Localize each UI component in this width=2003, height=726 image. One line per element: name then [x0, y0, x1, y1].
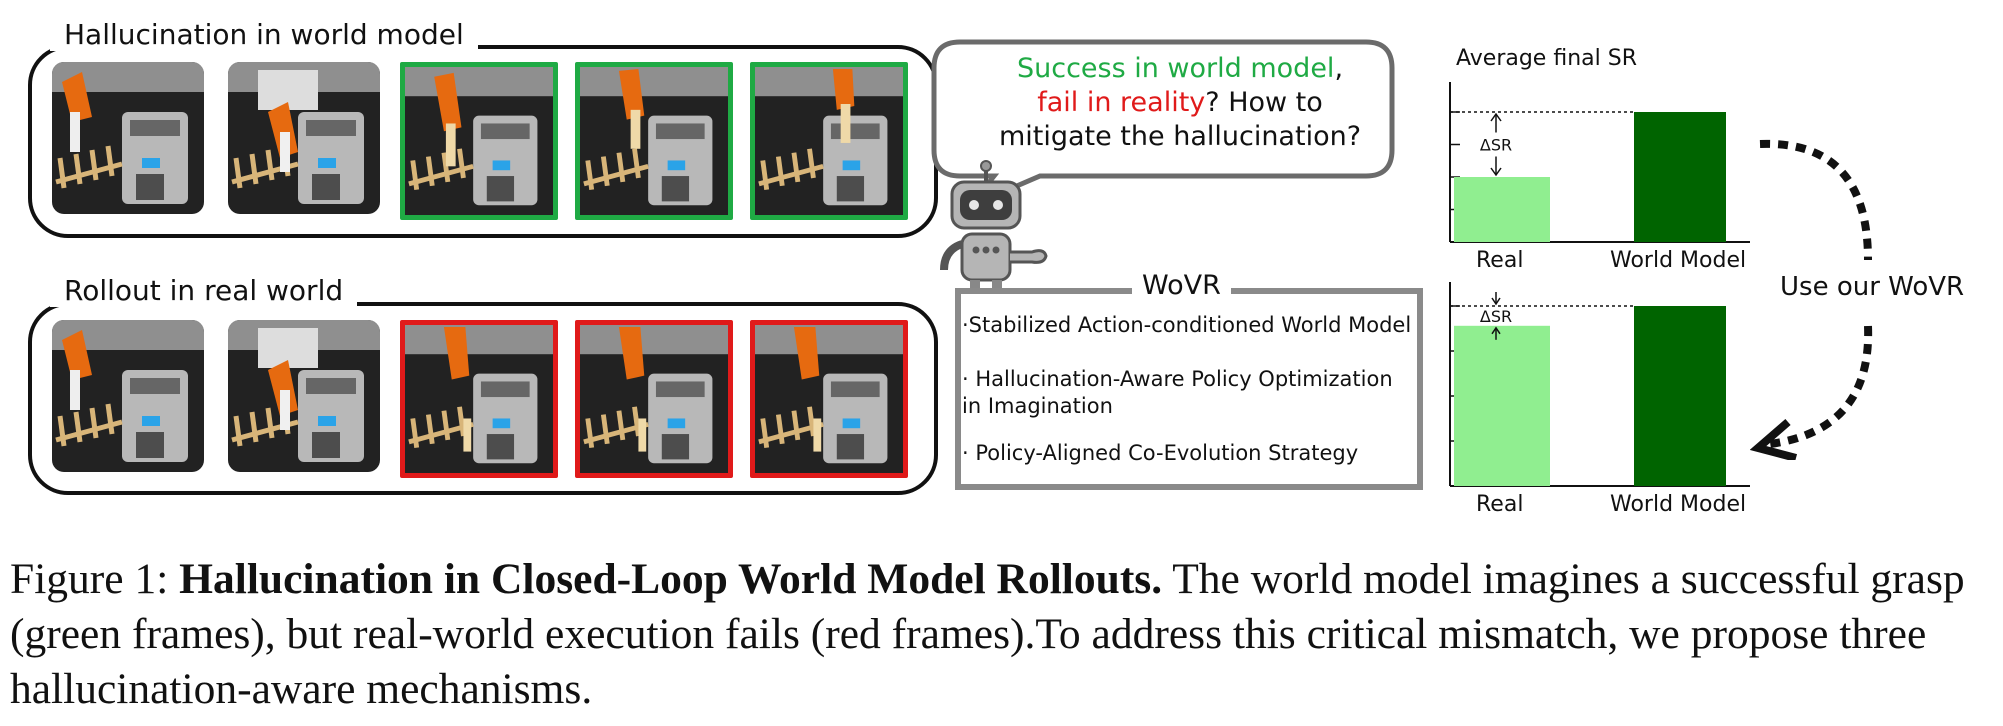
- bubble-fail-text: fail in reality: [1037, 87, 1206, 118]
- chart-bottom-xtick-world-model: World Model: [1610, 492, 1747, 517]
- bubble-comma: ,: [1334, 53, 1344, 84]
- curved-arrow: [1750, 139, 1873, 460]
- chart-top-delta-arrowhead-up: [1490, 112, 1502, 122]
- chart-bottom-delta-arrowhead-top: [1491, 297, 1501, 306]
- real-world-frame-5: [750, 320, 908, 478]
- chart-top-delta-label: ΔSR: [1480, 136, 1512, 155]
- world-model-frame-5: [750, 62, 908, 220]
- real-world-frame-3: [400, 320, 558, 478]
- chart-bottom-delta-arrowhead-bottom: [1491, 326, 1501, 335]
- world-model-frame-2: [228, 62, 380, 214]
- wovr-item-3: · Policy-Aligned Co-Evolution Strategy: [962, 441, 1359, 465]
- chart-top: ΔSR: [1449, 82, 1750, 243]
- chart-bottom-delta-label: ΔSR: [1480, 307, 1512, 326]
- caption-body: The world model imagines a successful gr…: [10, 555, 1965, 713]
- real-world-panel-title: Rollout in real world: [50, 274, 358, 307]
- arrow-label: Use our WoVR: [1780, 272, 1965, 302]
- chart-top-bar-1: [1634, 112, 1726, 242]
- real-world-frame-1: [52, 320, 204, 472]
- chart-bottom: ΔSR: [1449, 282, 1750, 487]
- chart-top-bar-0: [1454, 177, 1550, 242]
- figure-caption: Figure 1: Hallucination in Closed-Loop W…: [10, 552, 1995, 717]
- world-model-frame-3: [400, 62, 558, 220]
- chart-bottom-bar-1: [1634, 306, 1726, 486]
- real-world-frame-4: [575, 320, 733, 478]
- bubble-success-text: Success in world model: [1016, 53, 1335, 84]
- caption-title: Hallucination in Closed-Loop World Model…: [179, 555, 1163, 603]
- bubble-question-text: ? How to: [1205, 87, 1323, 118]
- world-model-frame-1: [52, 62, 204, 214]
- chart-bottom-bar-0: [1454, 325, 1550, 486]
- chart-top-xtick-real: Real: [1476, 248, 1524, 273]
- world-model-frame-4: [575, 62, 733, 220]
- chart-bottom-xtick-real: Real: [1476, 492, 1524, 517]
- wovr-title: WoVR: [1132, 270, 1231, 301]
- wovr-item-2: · Hallucination-Aware Policy Optimizatio…: [962, 367, 1393, 418]
- bubble-text: Success in world model, fail in reality?…: [980, 52, 1380, 154]
- world-model-panel-title: Hallucination in world model: [50, 18, 478, 51]
- real-world-panel: [28, 302, 938, 495]
- chart-top-xtick-world-model: World Model: [1610, 248, 1747, 273]
- bubble-mitigate-text: mitigate the hallucination?: [998, 121, 1362, 152]
- chart-title: Average final SR: [1456, 46, 1637, 71]
- robot-icon: [940, 160, 1048, 292]
- caption-label: Figure 1:: [10, 555, 169, 603]
- wovr-item-1: ·Stabilized Action-conditioned World Mod…: [962, 313, 1412, 337]
- chart-top-delta-arrowhead-down: [1490, 167, 1502, 177]
- real-world-frame-2: [228, 320, 380, 472]
